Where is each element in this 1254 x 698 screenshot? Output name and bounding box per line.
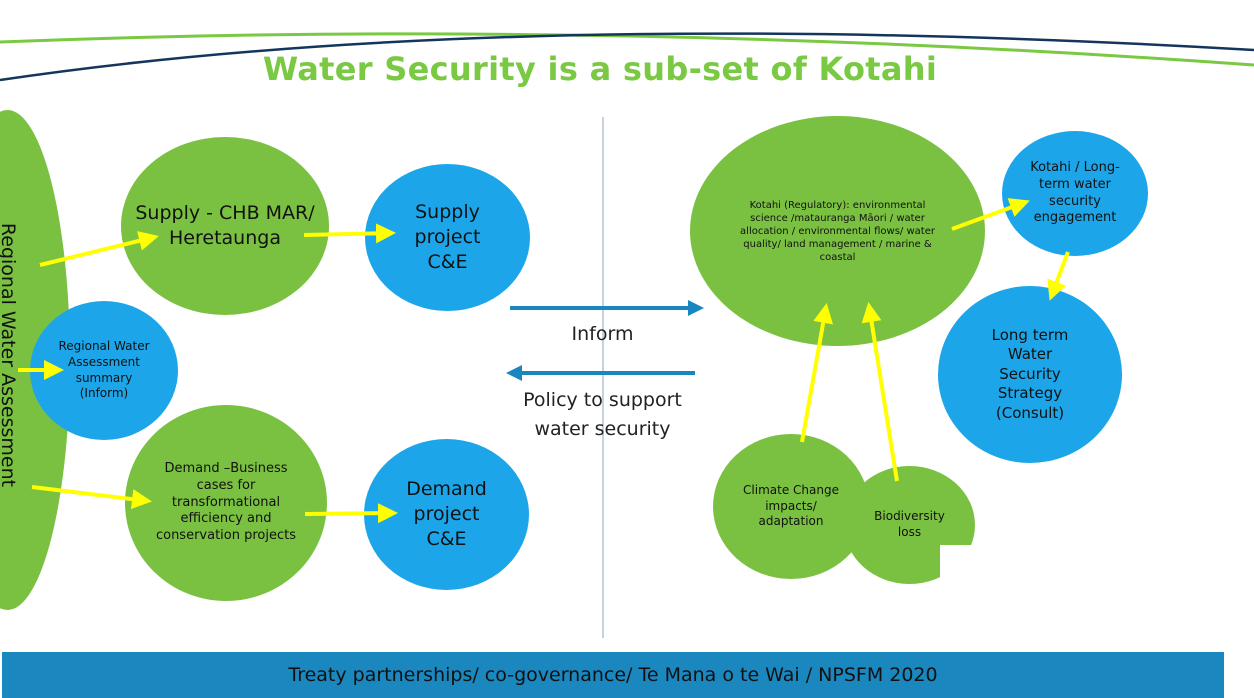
header-swoosh-green — [0, 32, 1254, 67]
supply-project-text: Supply project C&E — [414, 201, 481, 273]
kotahi-regulatory-body: environmental science /matauranga Māori … — [740, 199, 935, 263]
demand-project-text: Demand project C&E — [406, 478, 487, 550]
header-swoosh-navy — [0, 32, 1254, 82]
page-title: Water Security is a sub-set of Kotahi — [262, 50, 938, 88]
policy-label: Policy to support water security — [523, 389, 682, 440]
arrow-engagement-to-strategy — [1047, 251, 1070, 301]
arrow-rwa-to-supply — [39, 231, 159, 267]
regional-summary-node: Regional Water Assessment summary (Infor… — [30, 301, 178, 440]
climate-change-text: Climate Change impacts/ adaptation — [743, 483, 839, 529]
kotahi-engagement-node: Kotahi / Long-term water security engage… — [1002, 131, 1148, 256]
supply-chb-text: Supply - CHB MAR/ Heretaunga — [135, 202, 315, 249]
long-term-strategy-node: Long term Water Security Strategy (Consu… — [938, 286, 1122, 463]
supply-project-node: Supply project C&E — [365, 164, 530, 311]
kotahi-regulatory-node: Kotahi (Regulatory): environmental scien… — [690, 116, 985, 346]
climate-change-node: Climate Change impacts/ adaptation — [713, 434, 869, 579]
kotahi-regulatory-text: Kotahi (Regulatory): environmental scien… — [730, 199, 945, 264]
kotahi-regulatory-heading: Kotahi (Regulatory): — [749, 199, 850, 211]
arrow-kotahi-to-engagement — [951, 198, 1030, 231]
blank-area — [940, 545, 1232, 645]
kotahi-engagement-text: Kotahi / Long-term water security engage… — [1030, 159, 1120, 226]
inform-label: Inform — [571, 323, 634, 345]
supply-chb-node: Supply - CHB MAR/ Heretaunga — [121, 137, 329, 315]
arrow-rwa-to-demand — [31, 485, 152, 510]
arrow-supply-to-project — [303, 223, 396, 244]
biodiversity-text: Biodiversity loss — [874, 509, 945, 539]
arrow-biodiversity-to-kotahi — [861, 302, 899, 482]
footer-text: Treaty partnerships/ co-governance/ Te M… — [288, 664, 938, 686]
footer-bar: Treaty partnerships/ co-governance/ Te M… — [2, 652, 1224, 698]
demand-business-text: Demand –Business cases for transformatio… — [155, 460, 297, 544]
long-term-strategy-text: Long term Water Security Strategy (Consu… — [991, 325, 1069, 422]
arrow-climate-to-kotahi — [800, 303, 834, 443]
demand-business-node: Demand –Business cases for transformatio… — [125, 405, 327, 601]
arrow-demand-to-project — [304, 503, 398, 524]
regional-summary-text: Regional Water Assessment summary (Infor… — [58, 339, 150, 401]
